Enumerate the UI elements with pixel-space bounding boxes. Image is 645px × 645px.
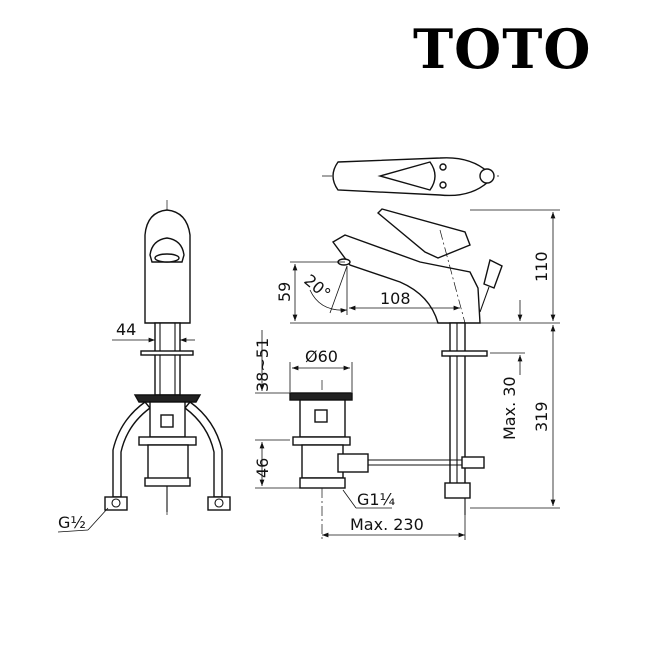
dim-front-width: 44: [116, 320, 136, 339]
front-view: 44 G½: [57, 200, 231, 533]
dim-total-height: 319: [532, 401, 551, 432]
dim-spout-height: 59: [275, 282, 294, 302]
dim-height-above-deck: 110: [532, 251, 551, 282]
dim-spout-angle: 20°: [300, 271, 334, 304]
dim-max-rod-length: Max. 230: [350, 515, 424, 534]
dim-spout-reach: 108: [380, 289, 411, 308]
dim-thread-supply: G½: [58, 513, 86, 532]
dim-max-deck-thickness: Max. 30: [500, 376, 519, 440]
top-view: [322, 157, 500, 197]
dim-drain-height-range: 38~51: [253, 338, 272, 392]
dim-drain-diameter: Ø60: [305, 347, 338, 366]
dim-thread-drain: G1¼: [357, 490, 395, 509]
dim-drain-lower: 46: [253, 458, 272, 478]
drain-assembly: 38~51 46 Ø60 G1¼ Max. 230: [253, 330, 485, 540]
side-view: 110 319 Max. 30 59 20° 108: [275, 208, 560, 515]
toto-logo: TOTO: [413, 17, 591, 81]
